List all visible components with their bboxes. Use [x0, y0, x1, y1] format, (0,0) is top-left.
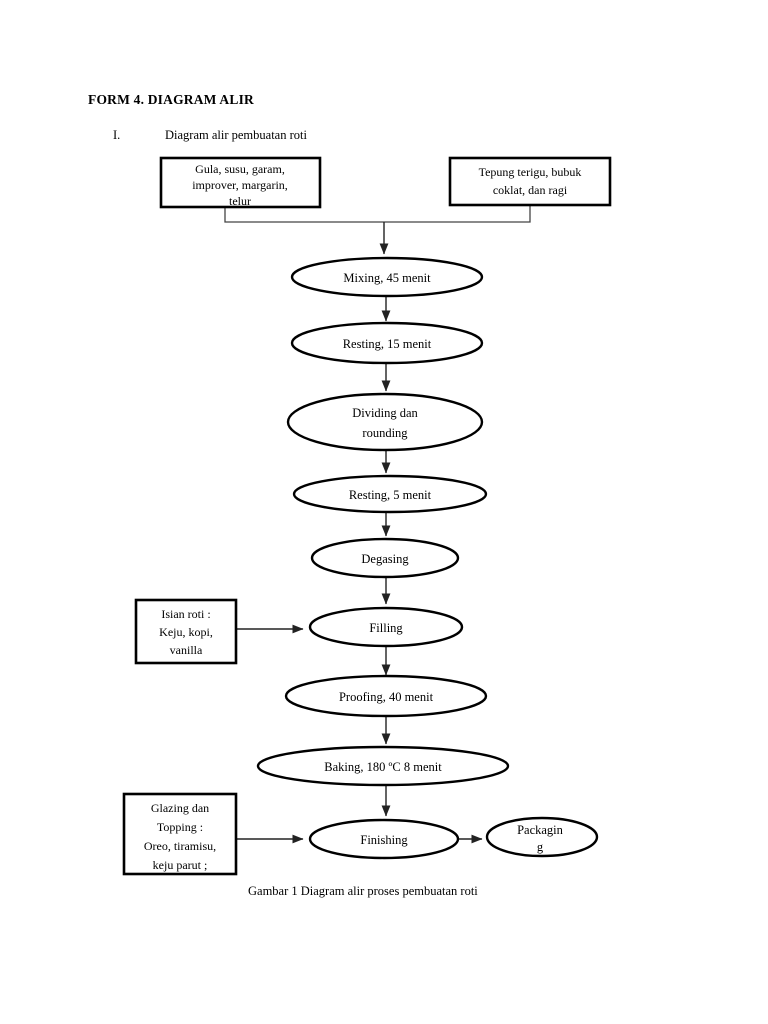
edge-dry-to-merge [384, 205, 531, 223]
node-mixing[interactable]: Mixing, 45 menit [290, 256, 484, 298]
node-glazing-topping-line1: Glazing dan [151, 801, 209, 815]
node-glazing-topping[interactable]: Glazing dan Topping : Oreo, tiramisu, ke… [122, 792, 238, 876]
node-packaging[interactable]: Packagin g [485, 816, 599, 858]
node-resting-15-label: Resting, 15 menit [343, 337, 432, 351]
node-finishing-label: Finishing [360, 833, 408, 847]
node-isian-roti-line1: Isian roti : [161, 607, 210, 621]
node-baking-label: Baking, 180 ºC 8 menit [324, 760, 442, 774]
node-mixing-label: Mixing, 45 menit [343, 271, 431, 285]
page-title: FORM 4. DIAGRAM ALIR [88, 92, 254, 107]
node-glazing-topping-line4: keju parut ; [153, 858, 208, 872]
node-packaging-line1: Packagin [517, 823, 564, 837]
node-glazing-topping-line3: Oreo, tiramisu, [144, 839, 216, 853]
node-baking[interactable]: Baking, 180 ºC 8 menit [256, 745, 510, 787]
node-isian-roti-line2: Keju, kopi, [159, 625, 213, 639]
node-finishing[interactable]: Finishing [308, 818, 460, 860]
node-degasing-label: Degasing [361, 552, 409, 566]
node-dividing-rounding-line2: rounding [362, 426, 408, 440]
node-ingredients-wet-line3: telur [229, 194, 251, 208]
list-marker: I. [113, 128, 121, 142]
list-item-label: Diagram alir pembuatan roti [165, 128, 307, 142]
edge-wet-to-merge [224, 207, 384, 223]
node-resting-5[interactable]: Resting, 5 menit [292, 474, 488, 514]
node-ingredients-wet[interactable]: Gula, susu, garam, improver, margarin, t… [159, 156, 322, 209]
node-isian-roti[interactable]: Isian roti : Keju, kopi, vanilla [134, 598, 238, 665]
node-filling[interactable]: Filling [308, 606, 464, 648]
node-ingredients-wet-line2: improver, margarin, [192, 178, 288, 192]
node-isian-roti-line3: vanilla [170, 643, 203, 657]
figure-caption: Gambar 1 Diagram alir proses pembuatan r… [248, 884, 478, 898]
node-ingredients-dry-line1: Tepung terigu, bubuk [479, 165, 582, 179]
node-resting-15[interactable]: Resting, 15 menit [290, 321, 484, 365]
node-ingredients-dry[interactable]: Tepung terigu, bubuk coklat, dan ragi [448, 156, 612, 207]
node-glazing-topping-line2: Topping : [157, 820, 203, 834]
node-proofing-label: Proofing, 40 menit [339, 690, 434, 704]
node-dividing-rounding-line1: Dividing dan [352, 406, 418, 420]
node-proofing[interactable]: Proofing, 40 menit [284, 674, 488, 718]
node-ingredients-wet-line1: Gula, susu, garam, [195, 162, 285, 176]
node-dividing-rounding[interactable]: Dividing dan rounding [286, 392, 484, 452]
node-filling-label: Filling [369, 621, 403, 635]
node-ingredients-dry-line2: coklat, dan ragi [493, 183, 568, 197]
node-packaging-line2: g [537, 840, 544, 854]
node-degasing[interactable]: Degasing [310, 537, 460, 579]
node-resting-5-label: Resting, 5 menit [349, 488, 432, 502]
